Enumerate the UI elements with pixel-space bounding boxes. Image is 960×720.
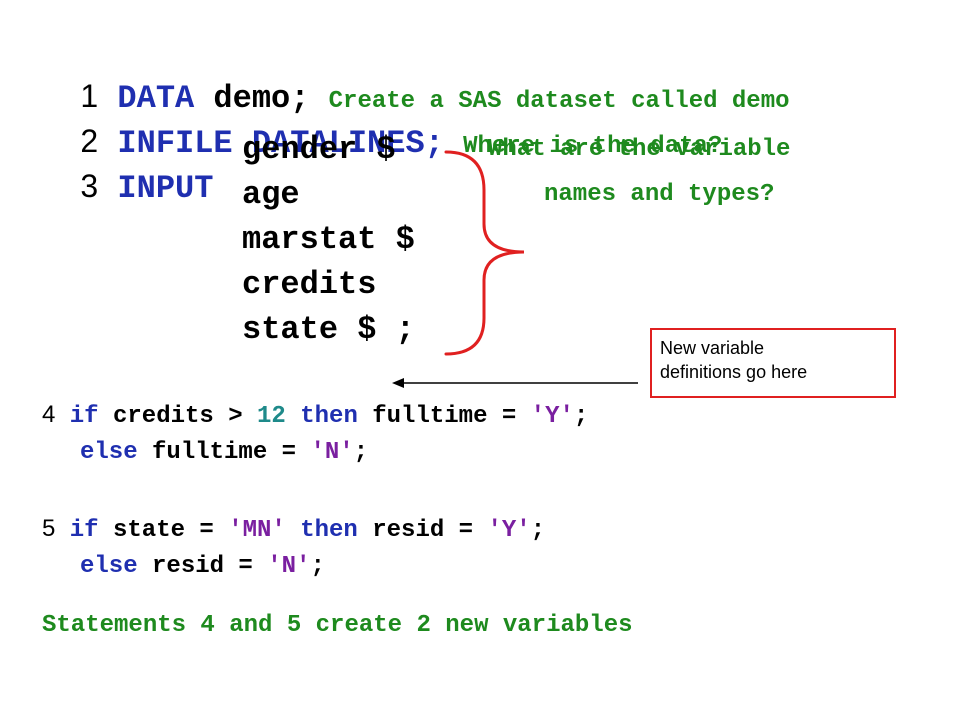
keyword-if: if [69, 517, 99, 544]
string-literal: 'Y' [530, 403, 574, 430]
comment-where-data: Where is the data? [463, 133, 723, 160]
right-brace-icon [444, 150, 525, 356]
line-number: 5 [42, 515, 56, 542]
condition-text: credits > [98, 403, 258, 430]
keyword-data: DATA [117, 80, 195, 117]
keyword-else: else [80, 439, 138, 466]
assignment-text: resid = [137, 553, 268, 580]
callout-box: New variable definitions go here [650, 328, 896, 398]
keyword-else: else [80, 553, 138, 580]
input-var-gender: gender $ [242, 131, 396, 168]
keyword-input: INPUT [117, 170, 214, 207]
string-literal: 'N' [267, 553, 311, 580]
statement-4-line-2: else fulltime = 'N'; [80, 438, 368, 468]
input-var-marstat: marstat $ [242, 221, 415, 258]
line-number: 1 [80, 78, 99, 114]
callout-line-2: definitions go here [660, 362, 808, 382]
semicolon: ; [353, 439, 369, 466]
summary-text: Statements 4 and 5 create 2 new variable… [42, 612, 633, 639]
assignment-text: fulltime = [137, 439, 311, 466]
input-var-age: age [242, 176, 300, 213]
statement-1: 1 DATA demo; Create a SAS dataset called… [42, 42, 790, 120]
comment-variable-names-2: names and types? [544, 181, 775, 208]
string-literal: 'N' [310, 439, 354, 466]
keyword-then: then [285, 403, 358, 430]
assignment-text: fulltime = [357, 403, 531, 430]
arrow-left-icon [392, 378, 404, 388]
callout-line-1: New variable [660, 338, 765, 358]
statement-5-line-1: 5 if state = 'MN' then resid = 'Y'; [42, 514, 545, 546]
datalines-text: DATALINES; [232, 125, 444, 162]
keyword-if: if [69, 403, 99, 430]
semicolon: ; [530, 517, 546, 544]
line-number: 3 [80, 168, 99, 204]
comment-variable-names-1: What are the variable [488, 136, 791, 163]
string-literal: 'Y' [487, 517, 531, 544]
condition-text: state = [98, 517, 229, 544]
statement-2: 2 INFILE DATALINES; Where is the data? [42, 87, 722, 165]
numeric-literal: 12 [257, 403, 286, 430]
semicolon: ; [310, 553, 325, 580]
keyword-then: then [285, 517, 358, 544]
comment-create-dataset: Create a SAS dataset called demo [328, 88, 790, 115]
statement-4-line-1: 4 if credits > 12 then fulltime = 'Y'; [42, 400, 588, 432]
keyword-infile: INFILE [117, 125, 233, 162]
string-literal: 'MN' [228, 517, 286, 544]
assignment-text: resid = [357, 517, 488, 544]
statement-3: 3 INPUT [42, 132, 213, 207]
statement-5-line-2: else resid = 'N'; [80, 552, 325, 582]
line-number: 4 [42, 401, 56, 428]
input-var-credits: credits [242, 266, 377, 303]
input-var-state: state $ ; [242, 311, 415, 348]
dataset-name: demo; [194, 80, 310, 117]
semicolon: ; [573, 403, 589, 430]
line-number: 2 [80, 123, 99, 159]
